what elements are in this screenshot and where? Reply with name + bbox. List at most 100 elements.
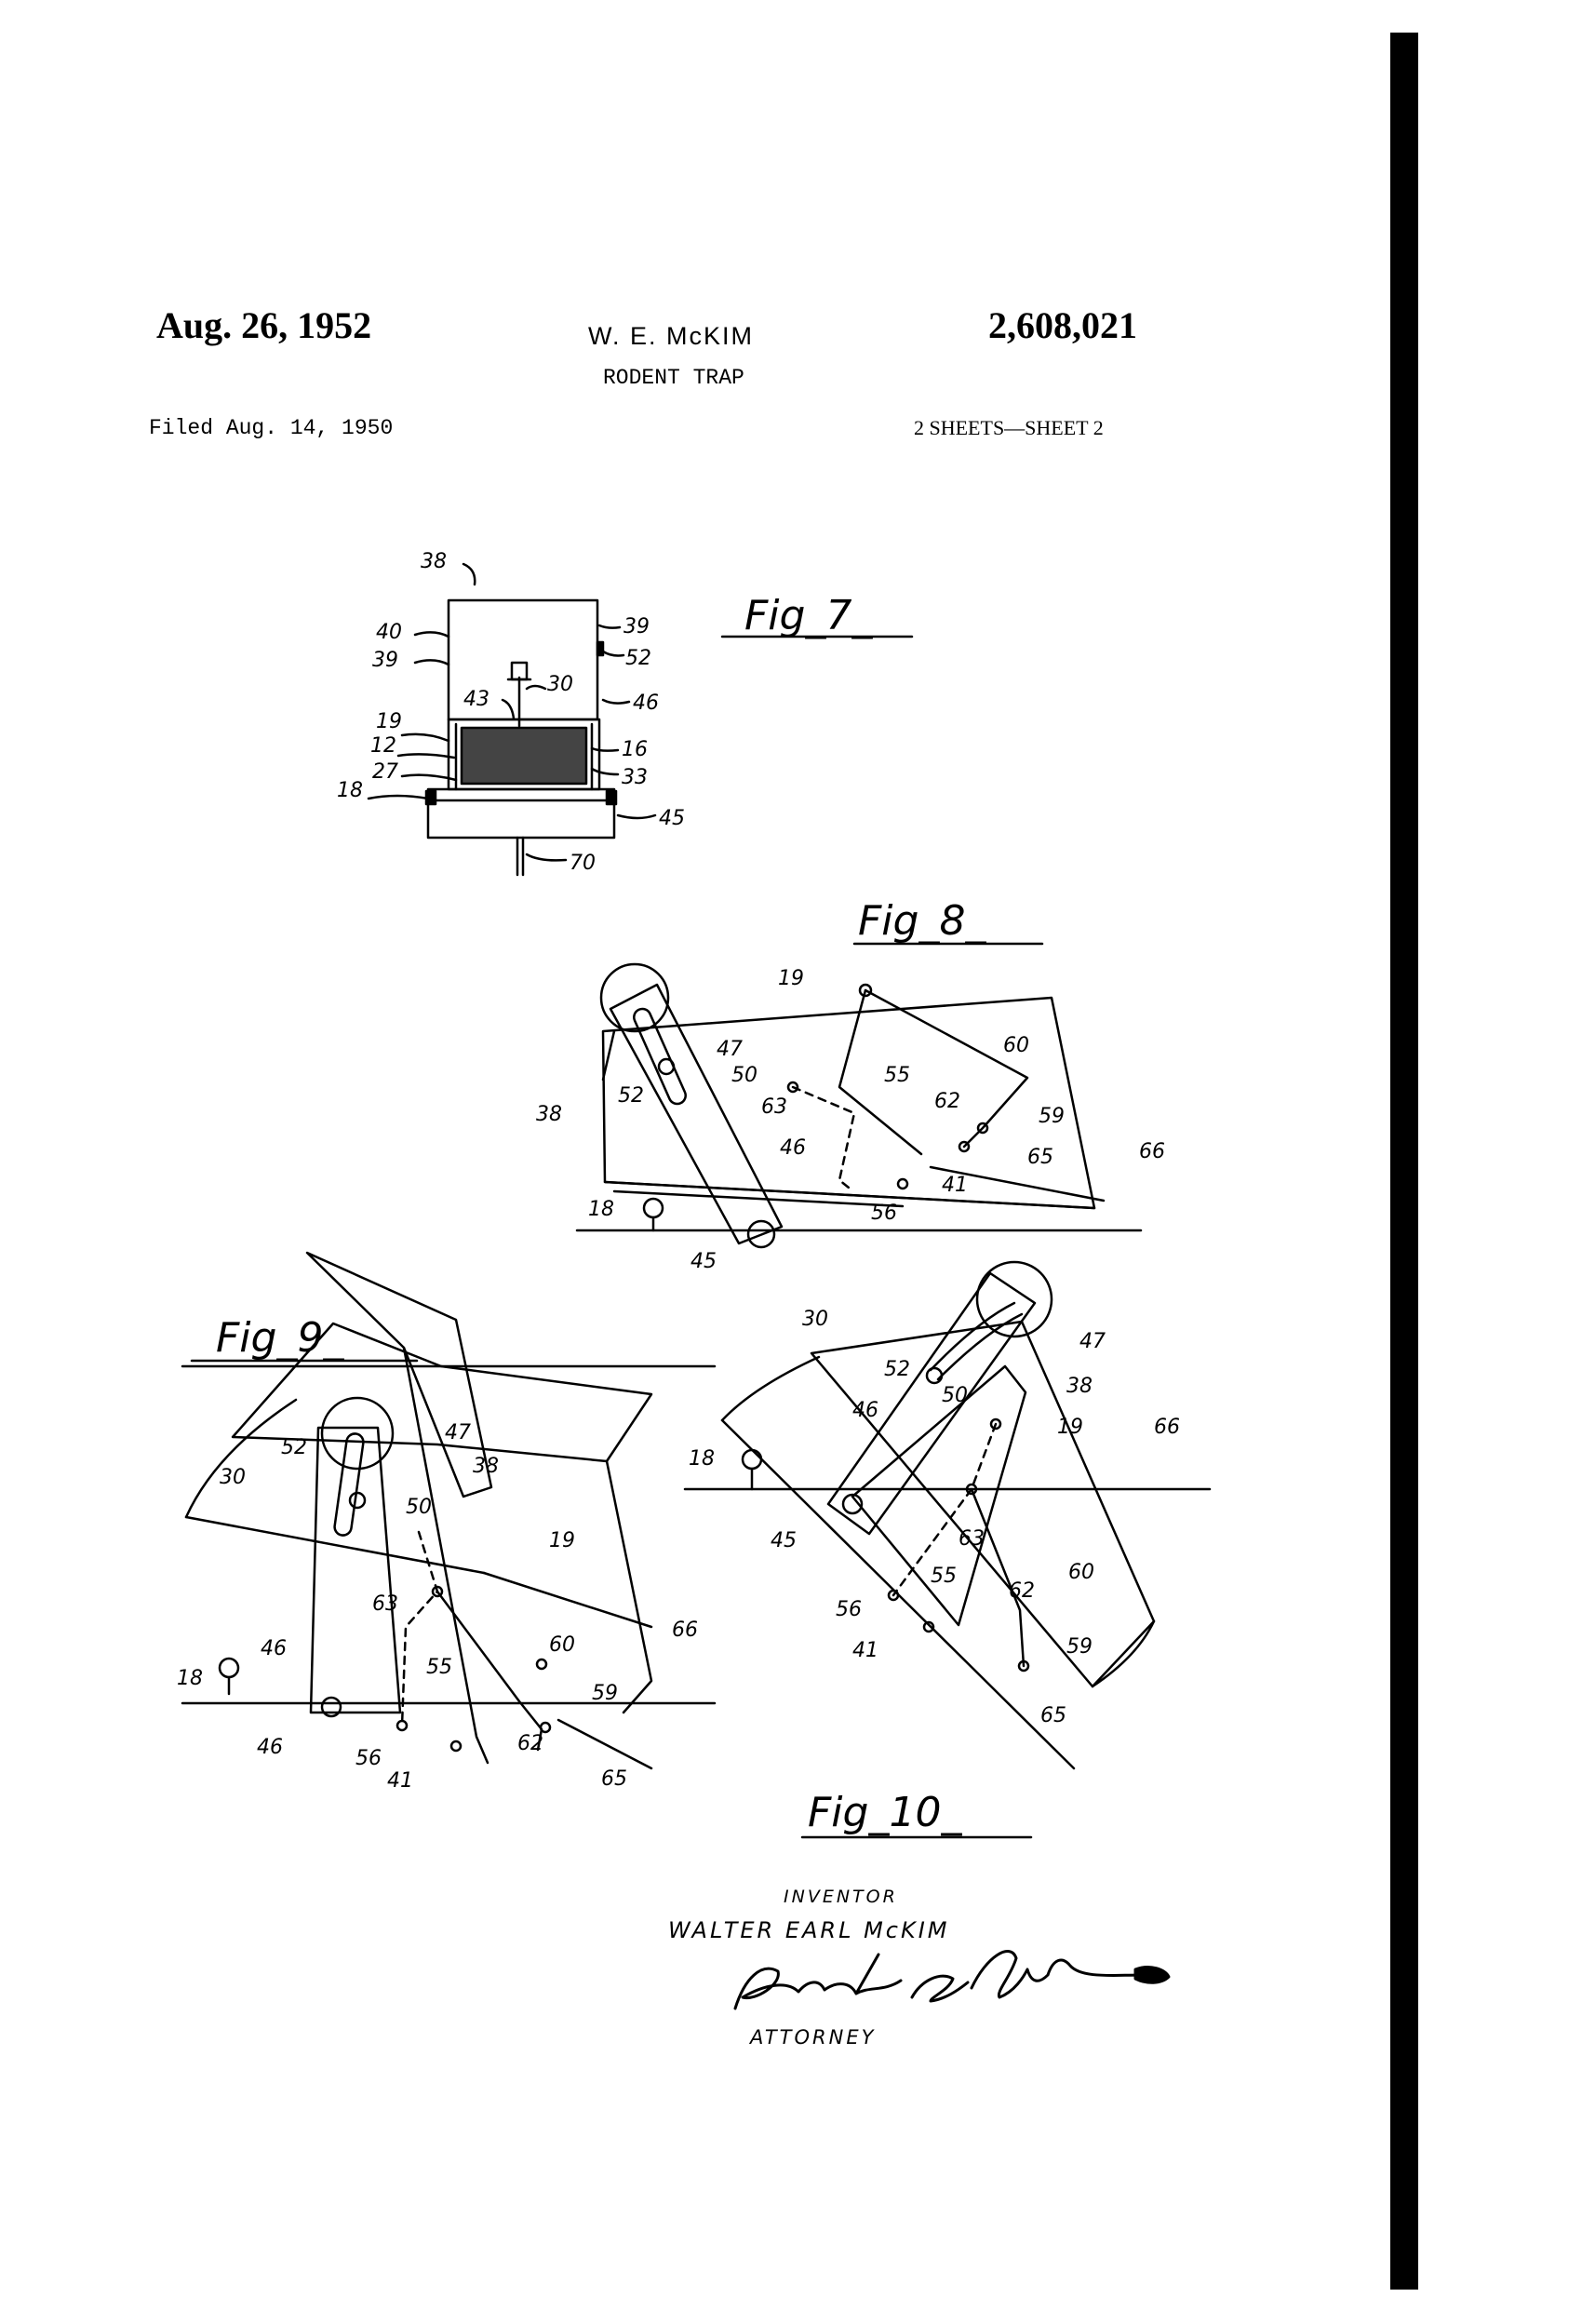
fig7-leader — [597, 624, 622, 629]
fig10-ref: 46 — [852, 1399, 878, 1422]
fig7-ref: 38 — [421, 550, 447, 573]
fig7-ref: 33 — [622, 766, 648, 789]
fig9-trap-body — [231, 1322, 653, 1463]
fig9-hidden-link — [400, 1530, 439, 1727]
fig9-ref: 19 — [549, 1529, 575, 1552]
fig10-joint-59 — [1017, 1659, 1030, 1672]
fig9-ref: 41 — [387, 1769, 413, 1793]
fig10-ref: 60 — [1068, 1561, 1094, 1584]
fig8-ref: 19 — [778, 967, 804, 990]
fig8-ref: 63 — [761, 1095, 787, 1119]
fig9-ref: 56 — [355, 1747, 382, 1770]
fig8-ref: 55 — [884, 1064, 910, 1087]
fig7-ref: 18 — [337, 779, 363, 802]
fig8-lever-head — [599, 962, 670, 1033]
fig9-panel-edge — [402, 1346, 489, 1765]
fig10-ref: 62 — [1009, 1579, 1035, 1603]
fig8-hidden-link — [791, 1085, 856, 1189]
fig9-right-edge — [605, 1459, 653, 1714]
fig9-ref: 46 — [257, 1736, 283, 1759]
fig10-ref: 55 — [931, 1565, 957, 1588]
fig10-ref: 50 — [942, 1384, 968, 1407]
fig10-joint — [989, 1417, 1002, 1431]
sheet-count: 2 SHEETS—SHEET 2 — [914, 416, 1104, 439]
fig10-ref: 56 — [836, 1598, 862, 1621]
figure-7: Fig_7_ 38 40 39 39 52 30 43 46 19 12 16 … — [337, 550, 914, 877]
fig7-ref: 16 — [622, 738, 648, 761]
fig8-ref: 46 — [780, 1136, 806, 1160]
fig9-joint-56 — [396, 1719, 409, 1732]
fig9-lever-slot — [333, 1432, 365, 1537]
fig8-lever-arm — [609, 983, 784, 1245]
fig8-joint-59 — [976, 1122, 989, 1135]
fig8-reference-numerals: 19 47 60 50 55 52 63 62 38 59 46 65 66 4… — [536, 967, 1165, 1273]
fig7-reference-numerals: 38 40 39 39 52 30 43 46 19 12 16 27 33 1… — [337, 550, 685, 875]
fig7-leader — [601, 698, 631, 705]
fig9-ref: 60 — [549, 1633, 575, 1657]
fig8-ref: 62 — [934, 1090, 960, 1113]
fig7-leader — [616, 813, 657, 820]
fig7-leader — [501, 698, 516, 720]
fig10-ref: 47 — [1079, 1330, 1106, 1353]
patent-title: RODENT TRAP — [603, 366, 744, 390]
fig7-ref: 40 — [376, 621, 402, 644]
fig8-box-front — [601, 1029, 616, 1081]
fig9-pin-50 — [348, 1491, 367, 1510]
fig8-ref: 60 — [1003, 1034, 1029, 1057]
fig10-lever-arm — [826, 1271, 1037, 1536]
fig9-line-65 — [482, 1571, 653, 1629]
fig10-ref: 66 — [1154, 1416, 1180, 1439]
signature-stroke-last — [970, 1950, 1163, 1999]
fig9-lever-arm — [309, 1426, 402, 1714]
fig10-ref: 30 — [802, 1308, 828, 1331]
fig10-pin-50 — [925, 1366, 944, 1385]
fig8-caption: Fig_8_ — [858, 897, 986, 945]
fig10-post-18 — [741, 1448, 763, 1471]
fig9-ref: 66 — [672, 1619, 698, 1642]
fig8-line-65 — [929, 1165, 1106, 1202]
fig8-box-floor — [612, 1189, 905, 1208]
fig10-pivot-45 — [841, 1493, 864, 1515]
fig8-ref: 52 — [618, 1084, 644, 1108]
fig10-panel-38 — [851, 1364, 1027, 1627]
fig9-pivot-46 — [320, 1696, 342, 1718]
fig8-post-18 — [642, 1197, 664, 1219]
fig7-ref: 70 — [570, 852, 596, 875]
figure-8: Fig_8_ 19 47 60 50 55 52 63 62 38 59 46 … — [536, 897, 1165, 1273]
fig7-ref: 45 — [659, 807, 685, 830]
fig8-ref: 45 — [690, 1250, 717, 1273]
fig10-ref: 65 — [1040, 1704, 1066, 1727]
fig7-leader — [367, 794, 430, 800]
filed-date: Filed Aug. 14, 1950 — [149, 416, 394, 440]
fig9-ref: 59 — [592, 1682, 618, 1705]
fig10-ref: 59 — [1066, 1635, 1093, 1659]
fig10-ref: 45 — [771, 1529, 797, 1552]
fig7-leader — [525, 684, 547, 691]
fig9-caption: Fig_9_ — [216, 1314, 344, 1362]
fig10-ref: 52 — [884, 1358, 910, 1381]
fig10-ref: 38 — [1066, 1375, 1093, 1398]
fig10-lever-slot — [929, 1301, 1016, 1372]
fig10-joint-63 — [965, 1483, 978, 1496]
fig9-joint — [539, 1721, 552, 1734]
fig8-ref: 38 — [536, 1103, 562, 1126]
fig9-lever-head — [320, 1396, 395, 1471]
fig7-base — [426, 787, 616, 840]
fig7-leader — [400, 773, 458, 782]
fig10-lever-head — [975, 1260, 1053, 1338]
fig7-ref: 19 — [376, 710, 402, 733]
fig9-joint-59 — [535, 1658, 548, 1671]
fig9-link-60 — [436, 1590, 543, 1752]
fig9-joint-41 — [449, 1740, 463, 1753]
signature-stroke-first — [733, 1953, 903, 2010]
fig8-joint — [958, 1140, 971, 1153]
inventor-full-name: WALTER EARL McKIM — [668, 1917, 950, 1943]
fig8-pivot-45 — [746, 1219, 776, 1249]
fig7-ref: 46 — [633, 692, 659, 715]
fig9-ref: 65 — [601, 1767, 627, 1791]
fig7-leader — [590, 746, 620, 752]
fig7-leader — [413, 659, 450, 666]
fig10-caption: Fig_10_ — [808, 1789, 962, 1836]
fig10-arc-bottom — [1091, 1619, 1156, 1688]
